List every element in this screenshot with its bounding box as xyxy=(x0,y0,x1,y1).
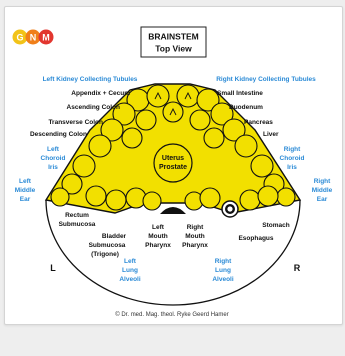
organ-circle xyxy=(210,102,234,126)
organ-circle xyxy=(276,187,296,207)
organ-circle xyxy=(135,109,157,131)
right-side-letter: R xyxy=(294,263,301,273)
transverse-colon-label: Transverse Colon xyxy=(48,119,103,126)
organ-circle xyxy=(88,134,112,158)
left-pharynx-1: Left xyxy=(152,224,165,231)
left-lung-1: Left xyxy=(124,258,137,265)
logo-dot-n xyxy=(25,29,41,45)
organ-circle xyxy=(100,118,124,142)
right-choroid-2: Choroid xyxy=(280,155,305,162)
organ-circle xyxy=(189,109,211,131)
right-lung-3: Alveoli xyxy=(212,276,234,283)
title-box xyxy=(140,26,207,58)
organ-circle xyxy=(257,185,279,207)
left-side-letter: L xyxy=(50,263,56,273)
right-pharynx-1: Right xyxy=(187,224,204,231)
logo-letter-g: G xyxy=(16,33,23,43)
bladder-2: Submucosa xyxy=(89,242,126,249)
title-line-1: BRAINSTEM xyxy=(148,32,199,42)
left-pharynx-3: Pharynx xyxy=(145,242,171,249)
left-lung-3: Alveoli xyxy=(119,276,141,283)
arrow-mark-icon xyxy=(184,91,192,100)
logo-dot-g xyxy=(12,29,28,45)
left-ear-3: Ear xyxy=(20,196,31,203)
organ-circle xyxy=(234,134,258,158)
copyright-text: © Dr. med. Mag. theol. Ryke Geerd Hamer xyxy=(115,311,228,318)
uterus-prostate-circle xyxy=(153,143,193,183)
right-pharynx-2: Mouth xyxy=(185,233,205,240)
left-pharynx-2: Mouth xyxy=(148,233,168,240)
organ-circle xyxy=(112,102,136,126)
liver-label: Liver xyxy=(263,131,279,138)
pharynx-notch xyxy=(160,207,186,214)
right-choroid-3: Iris xyxy=(287,164,297,171)
right-ear-3: Ear xyxy=(317,196,328,203)
stomach-target xyxy=(221,200,239,218)
rectum-2: Submucosa xyxy=(59,221,96,228)
organ-circle xyxy=(85,185,107,207)
left-kidney-label: Left Kidney Collecting Tubules xyxy=(43,76,138,83)
organ-circle xyxy=(61,173,83,195)
right-choroid-1: Right xyxy=(284,146,301,153)
organ-circle xyxy=(239,189,261,211)
right-pharynx-3: Pharynx xyxy=(182,242,208,249)
duodenum-label: Duodenum xyxy=(229,104,263,111)
organ-circle xyxy=(142,191,162,211)
organ-circle xyxy=(250,154,274,178)
center-label-2: Prostate xyxy=(159,164,187,171)
descending-colon-label: Descending Colon xyxy=(30,131,87,138)
right-lung-1: Right xyxy=(215,258,232,265)
left-ear-2: Middle xyxy=(15,187,36,194)
gnm-logo: G N M xyxy=(12,29,54,45)
right-ear-2: Middle xyxy=(312,187,333,194)
bladder-1: Bladder xyxy=(102,233,127,240)
organ-circle xyxy=(72,154,96,178)
rectum-1: Rectum xyxy=(65,212,89,219)
organ-circle xyxy=(176,84,200,108)
left-ear-1: Left xyxy=(19,178,32,185)
organ-circle xyxy=(196,88,220,112)
logo-letter-m: M xyxy=(42,33,50,43)
left-lung-2: Lung xyxy=(122,267,138,274)
organ-circle xyxy=(146,84,170,108)
pancreas-label: Pancreas xyxy=(244,119,273,126)
arrow-mark-icon xyxy=(169,107,177,116)
brainstem-outline xyxy=(45,199,301,306)
organ-circle xyxy=(105,189,127,211)
organ-circle xyxy=(199,187,221,209)
left-choroid-2: Choroid xyxy=(41,155,66,162)
organ-circle xyxy=(162,101,184,123)
logo-letter-n: N xyxy=(30,33,37,43)
stomach-label: Stomach xyxy=(262,222,289,229)
bladder-3: (Trigone) xyxy=(91,251,119,258)
right-kidney-label: Right Kidney Collecting Tubules xyxy=(216,76,316,83)
ascending-colon-label: Ascending Colon xyxy=(67,104,120,111)
arrow-mark-icon xyxy=(154,91,162,100)
organ-circle xyxy=(203,127,225,149)
title-line-2: Top View xyxy=(155,44,192,54)
right-lung-2: Lung xyxy=(215,267,231,274)
center-label-1: Uterus xyxy=(162,155,184,162)
small-intestine-label: Small Intestine xyxy=(217,90,263,97)
right-ear-1: Right xyxy=(314,178,331,185)
organ-circle xyxy=(222,118,246,142)
organ-circle xyxy=(50,187,70,207)
organ-circle xyxy=(121,127,143,149)
esophagus-label: Esophagus xyxy=(238,235,273,242)
appendix-label: Appendix + Cecum xyxy=(71,90,130,97)
left-choroid-1: Left xyxy=(47,146,60,153)
logo-dot-m xyxy=(38,29,54,45)
left-choroid-3: Iris xyxy=(48,164,58,171)
organ-circles xyxy=(50,84,296,211)
